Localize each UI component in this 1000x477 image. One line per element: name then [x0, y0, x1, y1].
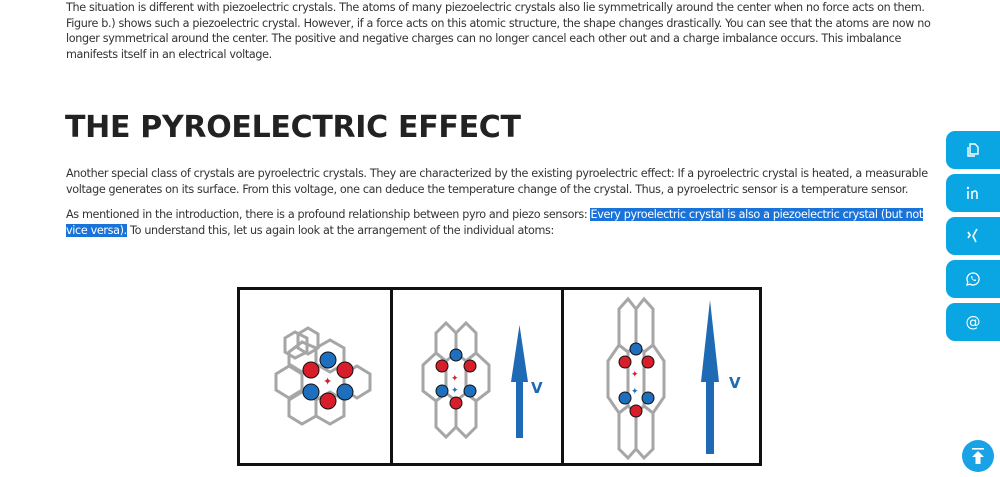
svg-text:✦: ✦: [451, 386, 459, 396]
svg-text:✦: ✦: [631, 387, 639, 397]
share-email-button[interactable]: @: [946, 303, 1000, 341]
panel-b-atoms: [435, 348, 477, 410]
whatsapp-icon: [966, 272, 980, 286]
back-to-top-button[interactable]: [962, 440, 994, 472]
panel-b-voltage-label: V: [531, 379, 543, 397]
share-linkedin-button[interactable]: [946, 174, 1000, 212]
panel-c-atoms: [618, 342, 655, 418]
at-icon: @: [966, 314, 981, 330]
copy-icon: [967, 143, 979, 157]
linkedin-icon: [966, 186, 978, 199]
panel-a-atoms: [302, 351, 354, 410]
pyro-paragraph-2-end: To understand this, let us again look at…: [126, 223, 554, 237]
share-whatsapp-button[interactable]: [946, 260, 1000, 298]
panel-c-voltage-arrow: [701, 300, 719, 454]
section-title: THE PYROELECTRIC EFFECT: [65, 110, 521, 145]
share-xing-button[interactable]: [946, 217, 1000, 255]
svg-text:@: @: [966, 314, 981, 330]
svg-text:✦: ✦: [631, 370, 639, 380]
panel-c-voltage-label: V: [729, 374, 741, 392]
pyro-paragraph-1: Another special class of crystals are py…: [66, 167, 928, 196]
crystal-diagram: ✦ ✦ ✦ V: [274, 296, 741, 461]
figure-divider: [561, 290, 564, 463]
pyro-paragraph-2: As mentioned in the introduction, there …: [66, 207, 936, 238]
figure-divider: [390, 290, 393, 463]
panel-a-center: ✦: [323, 375, 332, 388]
svg-text:✦: ✦: [451, 374, 459, 384]
arrow-up-icon: [972, 448, 984, 464]
xing-icon: [967, 228, 978, 243]
intro-paragraph: The situation is different with piezoele…: [66, 1, 931, 61]
share-copy-button[interactable]: [946, 131, 1000, 169]
pyro-paragraph-2-start: As mentioned in the introduction, there …: [66, 208, 591, 221]
crystal-figure: ✦ ✦ ✦ V: [237, 287, 762, 466]
panel-b-voltage-arrow: [511, 325, 528, 438]
